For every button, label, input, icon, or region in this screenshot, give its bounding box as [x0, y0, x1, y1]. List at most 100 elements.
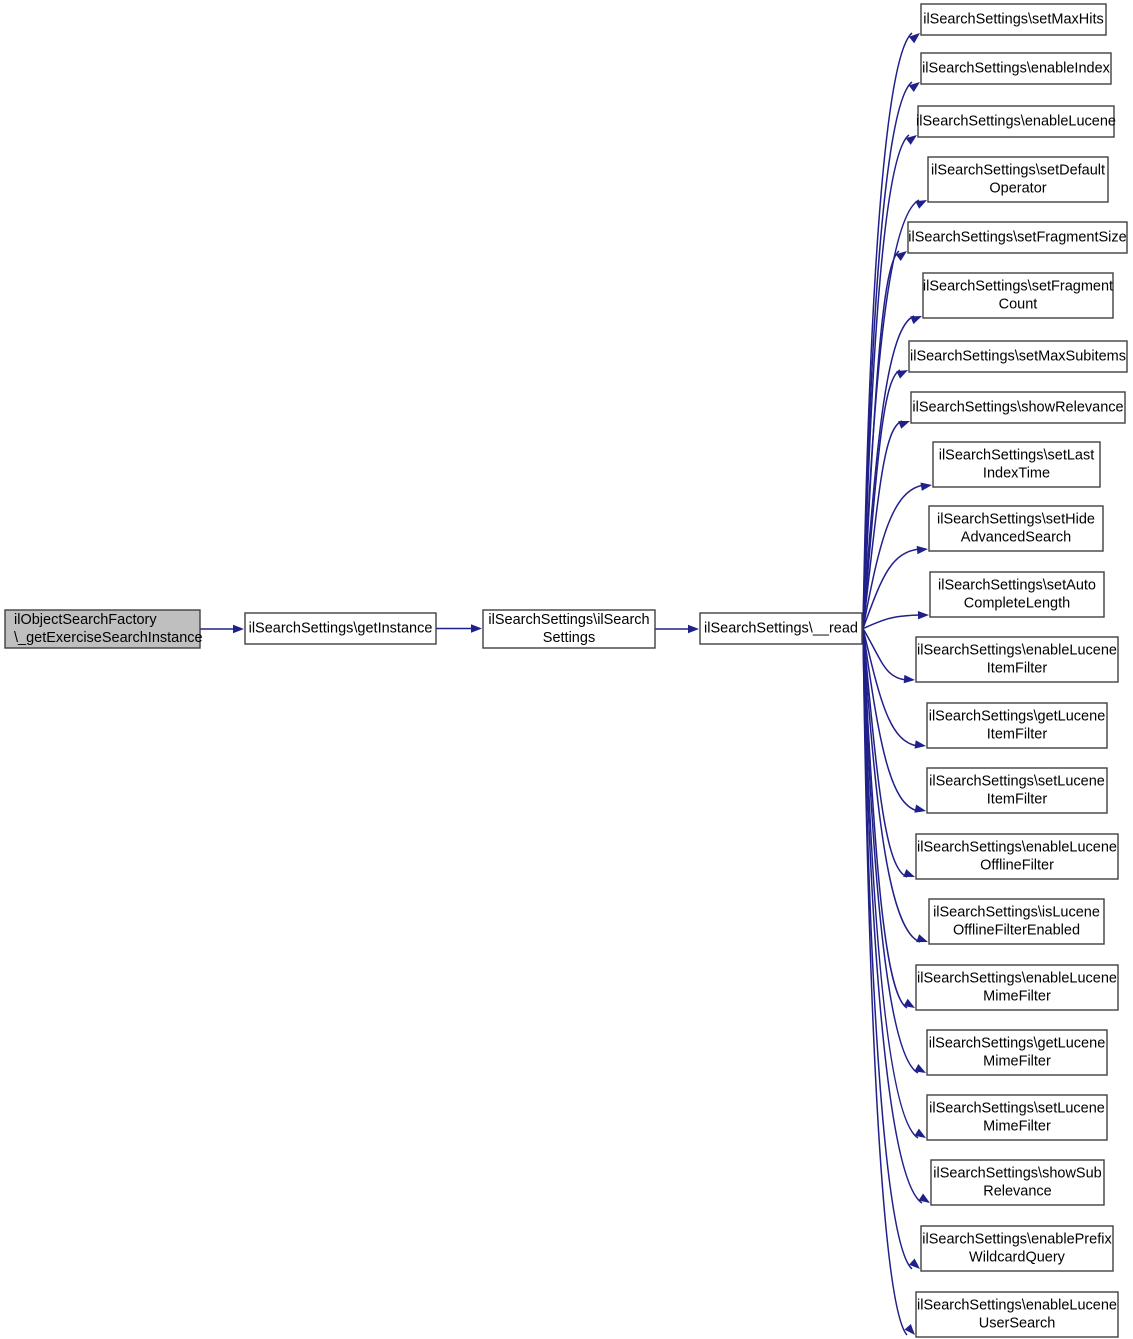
- node-ilsearchsettings-enableprefix-wildcardquery[interactable]: ilSearchSettings\enablePrefixWildcardQue…: [920, 1225, 1114, 1272]
- fan-arrow-head: [917, 610, 929, 620]
- node-box: [917, 105, 1115, 138]
- node-ilsearchsettings-ilsearch-settings[interactable]: ilSearchSettings\ilSearchSettings: [482, 609, 656, 649]
- node-label-line: ItemFilter: [987, 660, 1048, 676]
- node-box: [929, 571, 1105, 618]
- node-label-line: ilSearchSettings\showSub: [933, 1165, 1101, 1181]
- fan-arrow-head: [895, 251, 907, 261]
- edges-layer: [200, 32, 932, 1336]
- fan-arrow-head: [909, 1258, 920, 1269]
- fan-edge: [862, 81, 913, 629]
- node-label-line: ilSearchSettings\getLucene: [929, 708, 1106, 724]
- fan-edge: [862, 628, 919, 1074]
- fan-edge: [862, 628, 919, 747]
- node-ilsearchsettings-read[interactable]: ilSearchSettings\__read: [699, 612, 863, 645]
- node-box: [907, 221, 1128, 254]
- fan-edge: [862, 628, 908, 1009]
- node-label-line: ilSearchSettings\setHide: [937, 511, 1095, 527]
- node-ilsearchsettings-getinstance[interactable]: ilSearchSettings\getInstance: [244, 612, 437, 645]
- fan-arrow-head: [908, 33, 920, 44]
- node-box: [910, 391, 1126, 424]
- node-box: [926, 1094, 1108, 1141]
- node-label-line: Relevance: [983, 1183, 1052, 1199]
- fan-edge: [862, 315, 915, 629]
- fan-arrow-head: [916, 545, 928, 555]
- node-label-line: MimeFilter: [983, 1053, 1051, 1069]
- nodes-layer: ilObjectSearchFactory\_getExerciseSearch…: [4, 3, 1128, 1338]
- fan-arrow-head: [918, 1193, 930, 1203]
- node-box: [926, 702, 1108, 749]
- fan-edge: [862, 484, 925, 629]
- node-box: [927, 156, 1109, 203]
- fan-edge: [862, 614, 922, 630]
- node-ilsearchsettings-enableindex[interactable]: ilSearchSettings\enableIndex: [920, 52, 1112, 85]
- node-box: [920, 3, 1107, 36]
- node-ilsearchsettings-setmaxsubitems[interactable]: ilSearchSettings\setMaxSubitems: [908, 340, 1128, 373]
- node-label-line: Count: [999, 296, 1038, 312]
- node-box: [915, 636, 1119, 683]
- node-label-line: ItemFilter: [987, 726, 1048, 742]
- node-label-line: ilSearchSettings\enableLucene: [916, 113, 1116, 129]
- fan-arrow-head: [896, 370, 908, 379]
- node-label-line: UserSearch: [979, 1315, 1056, 1331]
- node-label-line: ilSearchSettings\enableLucene: [917, 1297, 1117, 1313]
- node-label-line: ilSearchSettings\setLucene: [929, 773, 1105, 789]
- fan-edge: [862, 628, 908, 1336]
- node-label-line: ilSearchSettings\__read: [704, 620, 858, 636]
- node-ilsearchsettings-setfragmentsize[interactable]: ilSearchSettings\setFragmentSize: [907, 221, 1128, 254]
- fan-arrow-head: [920, 482, 932, 491]
- node-ilsearchsettings-enablelucene[interactable]: ilSearchSettings\enableLucene: [916, 105, 1116, 138]
- node-ilsearchsettings-islucene-offlinefilterenabled[interactable]: ilSearchSettings\isLuceneOfflineFilterEn…: [928, 898, 1105, 945]
- node-label-line: ilSearchSettings\setMaxSubitems: [910, 348, 1126, 364]
- node-label-line: Operator: [989, 180, 1046, 196]
- node-ilsearchsettings-setmaxhits[interactable]: ilSearchSettings\setMaxHits: [920, 3, 1107, 36]
- fan-arrow-head: [904, 1324, 915, 1335]
- fan-edge: [862, 628, 923, 1204]
- chain-arrow-head: [233, 624, 244, 634]
- node-label-line: \_getExerciseSearchInstance: [14, 630, 203, 646]
- fan-arrow-head: [898, 420, 910, 429]
- node-label-line: OfflineFilterEnabled: [953, 922, 1080, 938]
- node-ilobjectsearchfactory-getexercisesearchinstance[interactable]: ilObjectSearchFactory\_getExerciseSearch…: [4, 609, 203, 649]
- node-ilsearchsettings-showrelevance[interactable]: ilSearchSettings\showRelevance: [910, 391, 1126, 424]
- node-label-line: ilSearchSettings\enableLucene: [917, 642, 1117, 658]
- fan-arrow-head: [916, 934, 928, 943]
- node-label-line: IndexTime: [983, 465, 1050, 481]
- node-label-line: ilSearchSettings\setFragment: [923, 278, 1113, 294]
- fan-arrow-head: [915, 200, 927, 209]
- fan-arrow-head: [914, 1064, 926, 1073]
- fan-edge: [862, 628, 908, 681]
- node-box: [920, 52, 1112, 85]
- node-label-line: ilSearchSettings\setDefault: [931, 162, 1105, 178]
- fan-arrow-head: [914, 1128, 926, 1138]
- node-box: [908, 340, 1128, 373]
- node-box: [915, 1291, 1119, 1338]
- fan-edge: [862, 628, 919, 1139]
- fan-arrow-head: [905, 135, 917, 145]
- node-ilsearchsettings-enablelucene-offlinefilter[interactable]: ilSearchSettings\enableLuceneOfflineFilt…: [915, 833, 1119, 880]
- node-label-line: ilSearchSettings\setAuto: [938, 577, 1096, 593]
- node-box: [915, 964, 1119, 1011]
- fan-arrow-head: [914, 804, 926, 813]
- node-box: [930, 1159, 1105, 1206]
- fan-arrow-head: [903, 869, 915, 877]
- node-label-line: AdvancedSearch: [961, 529, 1071, 545]
- fan-arrow-head: [908, 82, 920, 93]
- node-box: [928, 898, 1105, 945]
- node-box: [4, 609, 201, 649]
- node-box: [915, 833, 1119, 880]
- node-label-line: ilSearchSettings\setLast: [939, 447, 1095, 463]
